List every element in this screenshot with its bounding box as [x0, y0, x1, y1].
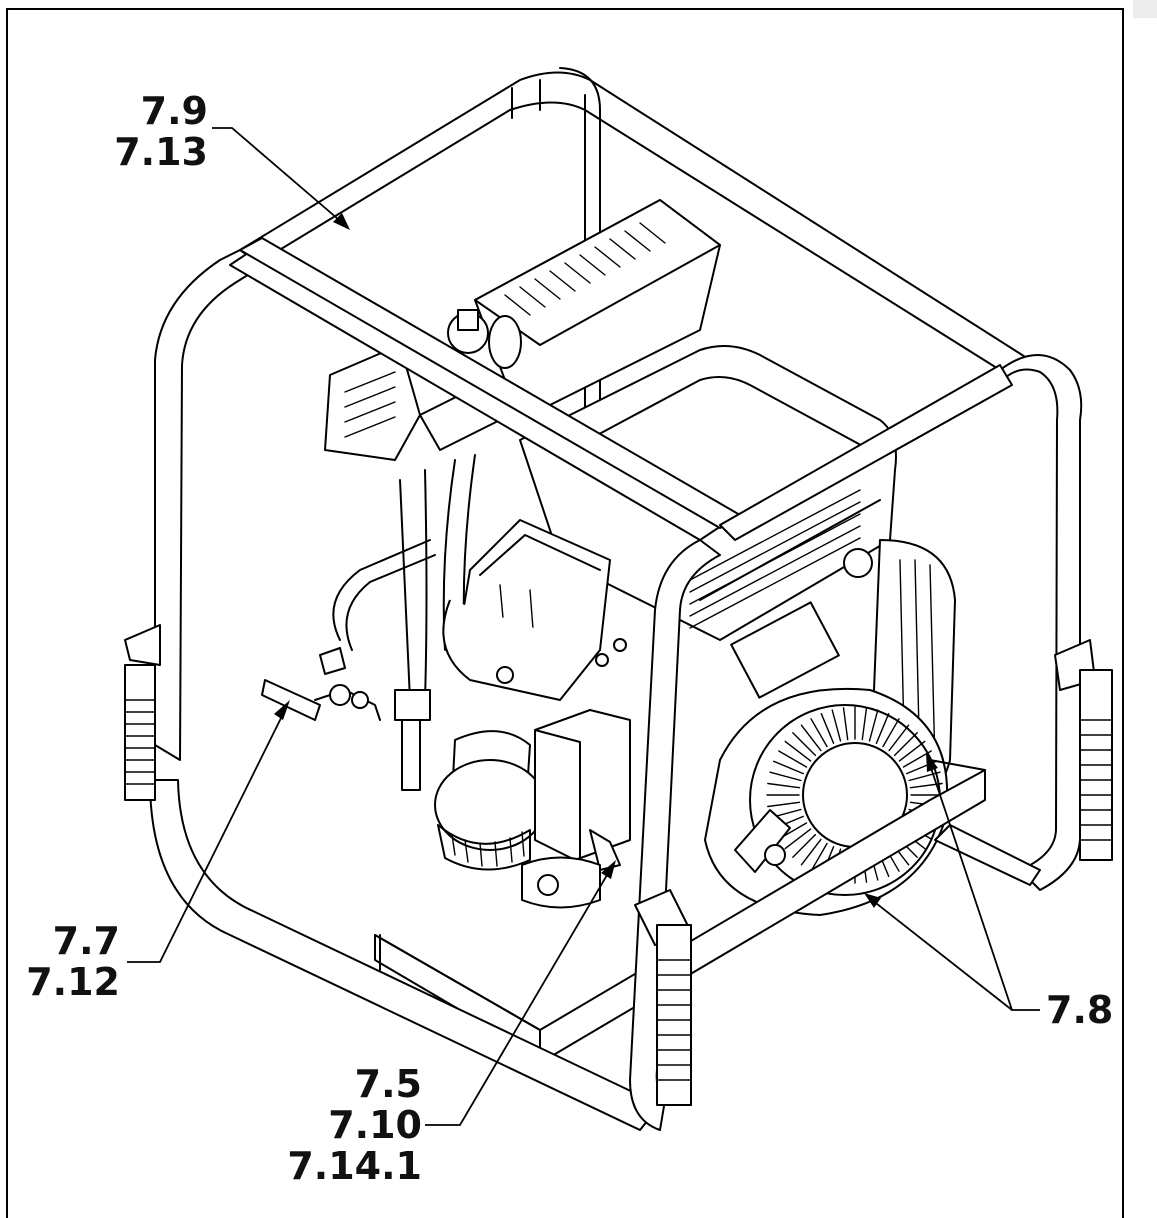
starter-fin	[767, 782, 801, 789]
callout-7-7: 7.7	[52, 919, 120, 963]
leader-7-9	[212, 127, 346, 226]
starter-fin	[898, 740, 926, 762]
leader-lines	[127, 127, 1040, 1126]
starter-fin	[831, 709, 842, 742]
starter-fin	[893, 732, 918, 757]
starter-fin	[861, 707, 868, 741]
scrollbar-corner[interactable]	[1133, 0, 1157, 18]
callout-7-13: 7.13	[114, 130, 208, 174]
starter-fin	[882, 718, 900, 748]
starter-fin	[769, 771, 802, 782]
starter-fin	[792, 833, 817, 858]
leader-7-7	[127, 709, 286, 963]
leader-7-5	[425, 869, 611, 1126]
starter-fin	[810, 718, 828, 748]
foot-front	[634, 889, 692, 1106]
callout-7-14-1: 7.14.1	[287, 1144, 422, 1188]
starter-fin	[810, 842, 828, 872]
callout-7-12: 7.12	[26, 960, 120, 1004]
starter-fin	[800, 724, 822, 752]
callout-7-10: 7.10	[328, 1103, 422, 1147]
rubber-feet	[124, 624, 1113, 1106]
starter-fin	[784, 828, 812, 850]
muffler-heat-shield	[324, 199, 721, 461]
control-box	[521, 709, 631, 909]
hoses	[332, 454, 476, 791]
starter-fin	[784, 740, 812, 762]
pump-strainer	[434, 730, 546, 871]
starter-fin	[888, 724, 910, 752]
starter-fin	[842, 707, 849, 741]
carburetor-panel	[442, 519, 627, 701]
starter-fin	[778, 750, 808, 768]
starter-fin	[908, 771, 941, 782]
starter-fin	[773, 760, 804, 775]
starter-fin	[868, 709, 879, 742]
tube-frame-front	[149, 237, 1083, 1131]
callout-7-9: 7.9	[140, 89, 208, 133]
callout-7-8: 7.8	[1046, 988, 1114, 1032]
starter-fin	[820, 713, 835, 744]
foot-left	[124, 624, 161, 801]
fuel-shutoff-lever	[261, 647, 381, 721]
callout-7-5: 7.5	[354, 1062, 422, 1106]
foot-right-rear	[1054, 639, 1113, 861]
starter-fin	[767, 801, 801, 808]
starter-fin	[875, 713, 890, 744]
figure-border	[6, 8, 1124, 1218]
starter-fin	[792, 732, 817, 757]
starter-fin	[800, 838, 822, 866]
